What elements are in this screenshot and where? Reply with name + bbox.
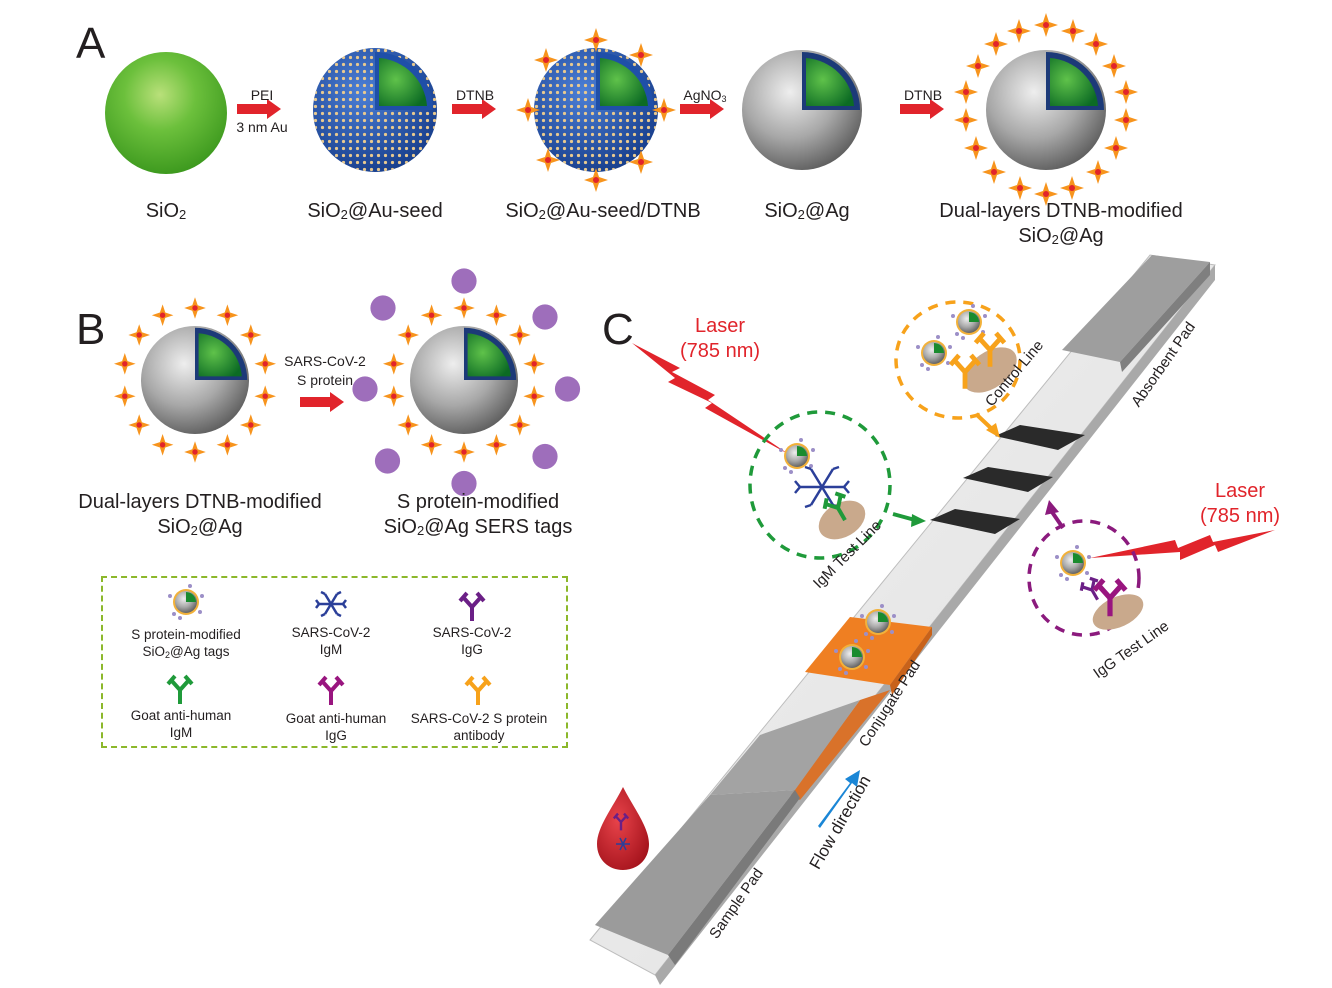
igg-test-band xyxy=(963,467,1053,492)
absorbent-pad xyxy=(1062,255,1210,362)
s-protein-modified-sphere xyxy=(352,268,581,497)
b-right-label-line2: SiO2@Ag SERS tags xyxy=(383,516,573,538)
panel-c-letter: C xyxy=(602,305,634,354)
dual-layer-dtnb-sphere xyxy=(954,13,1138,206)
blood-drop-icon xyxy=(597,787,649,870)
igg-test-line-inset xyxy=(1027,500,1144,637)
stage-label-dual-layer-line2: SiO2@Ag xyxy=(1018,225,1104,247)
legend-icons xyxy=(166,584,492,707)
lateral-flow-strip xyxy=(589,254,1216,985)
b-left-label-line1: Dual-layers DTNB-modified xyxy=(78,491,322,513)
arrow-label-agno3: AgNO3 xyxy=(683,87,727,104)
igm-test-band xyxy=(930,509,1020,534)
stage-label-sio2-au-seed-dtnb: SiO2@Au-seed/DTNB xyxy=(505,200,701,222)
laser-beam-right xyxy=(1090,530,1275,560)
arrow-label-s-protein: S protein xyxy=(296,372,354,388)
legend-box xyxy=(101,576,568,748)
stage-label-sio2-ag: SiO2@Ag xyxy=(764,200,850,222)
reaction-arrow-s-protein xyxy=(300,392,344,412)
laser-right-label-line2: (785 nm) xyxy=(1199,505,1281,527)
dual-layer-dtnb-sphere-b xyxy=(114,297,276,463)
stage-label-dual-layer-line1: Dual-layers DTNB-modified xyxy=(939,200,1183,222)
arrow-label-pei: PEI xyxy=(250,87,274,103)
laser-left-label-line1: Laser xyxy=(694,315,746,337)
control-band xyxy=(995,425,1085,450)
b-left-label-line2: SiO2@Ag xyxy=(157,516,243,538)
arrow-label-3nm-au: 3 nm Au xyxy=(236,119,288,135)
igm-test-line-inset xyxy=(748,410,926,560)
arrow-label-dtnb-1: DTNB xyxy=(455,87,495,103)
sio2-au-seed-dtnb-sphere xyxy=(516,28,676,192)
igm-icon xyxy=(315,590,347,618)
b-right-label-line1: S protein-modified xyxy=(396,491,560,513)
stage-label-sio2-au-seed: SiO2@Au-seed xyxy=(307,200,443,222)
laser-right-label-line1: Laser xyxy=(1214,480,1266,502)
flow-direction-arrow xyxy=(818,770,860,828)
sio2-au-seed-sphere xyxy=(313,48,437,172)
laser-beam-left xyxy=(632,343,790,455)
panel-b-letter: B xyxy=(76,305,106,354)
sio2-sphere xyxy=(105,52,227,174)
panel-a-artwork xyxy=(105,13,1138,206)
panel-a-letter: A xyxy=(76,19,106,68)
control-line-inset xyxy=(894,300,1022,438)
laser-left-label-line2: (785 nm) xyxy=(679,340,761,362)
stage-label-sio2: SiO2 xyxy=(145,200,187,222)
panel-b-artwork xyxy=(114,268,581,497)
arrow-label-dtnb-2: DTNB xyxy=(903,87,943,103)
sample-pad xyxy=(595,790,795,955)
arrow-label-sars-cov-2: SARS-CoV-2 xyxy=(284,353,366,369)
sio2-ag-sphere xyxy=(742,50,862,170)
